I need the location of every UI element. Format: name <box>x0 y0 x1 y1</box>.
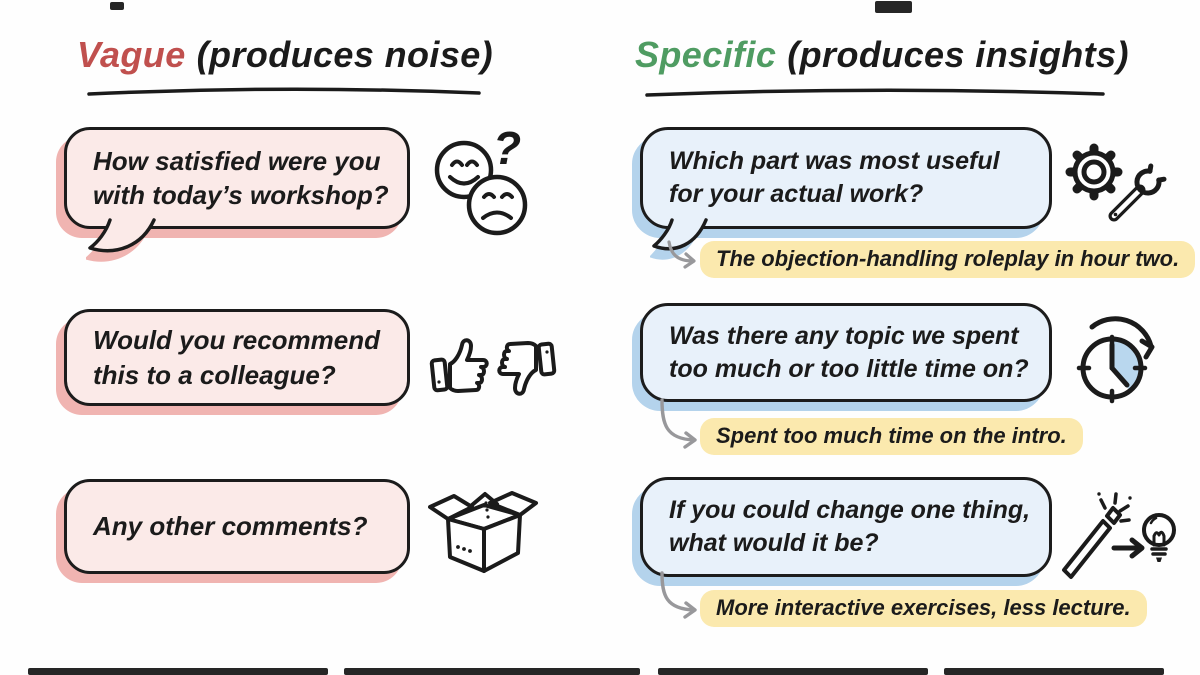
speech-tail-icon <box>650 218 708 260</box>
question-line: Would you recommend <box>93 325 380 356</box>
specific-header-underline <box>645 88 1105 97</box>
edge-artifact <box>344 668 640 675</box>
vague-question-bubble-3: Any other comments? <box>64 479 410 574</box>
answer-arrow-icon <box>667 240 696 269</box>
answer-arrow-icon <box>660 571 697 619</box>
edge-artifact <box>944 668 1164 675</box>
specific-question-bubble-2: Was there any topic we spent too much or… <box>640 303 1052 402</box>
vague-question-bubble-1: How satisfied were you with today’s work… <box>64 127 410 229</box>
vague-keyword: Vague <box>76 34 186 75</box>
edge-artifact <box>110 2 124 10</box>
answer-highlight-3: More interactive exercises, less lecture… <box>700 590 1147 627</box>
open-box-icon <box>428 491 538 573</box>
question-line: for your actual work? <box>669 180 924 208</box>
edge-artifact <box>28 668 328 675</box>
edge-artifact <box>658 668 928 675</box>
svg-text:?: ? <box>493 128 521 174</box>
question-line: with today’s workshop? <box>93 180 389 210</box>
answer-arrow-icon <box>660 398 697 449</box>
question-line: Was there any topic we spent <box>669 321 1019 350</box>
question-line: this to a colleague? <box>93 359 336 390</box>
question-line: If you could change one thing, <box>669 496 1031 524</box>
speech-tail-icon <box>86 218 156 262</box>
vague-suffix: (produces noise) <box>196 34 494 75</box>
satisfaction-faces-icon: ? <box>434 128 528 236</box>
magic-wand-lightbulb-icon <box>1062 492 1176 579</box>
gear-wrench-icon <box>1065 143 1167 222</box>
answer-highlight-1: The objection-handling roleplay in hour … <box>700 241 1196 278</box>
question-line: Any other comments? <box>93 511 368 542</box>
specific-question-bubble-1: Which part was most useful for your actu… <box>640 127 1052 229</box>
question-line: How satisfied were you <box>93 145 381 176</box>
specific-keyword: Specific <box>635 34 777 75</box>
thumbs-up-down-icon <box>429 338 557 396</box>
vague-column-header: Vague(produces noise) <box>50 34 520 76</box>
specific-suffix: (produces insights) <box>787 34 1129 75</box>
vague-header-underline <box>87 87 481 96</box>
specific-question-bubble-3: If you could change one thing, what woul… <box>640 477 1052 577</box>
question-line: what would it be? <box>669 529 879 557</box>
edge-artifact <box>875 1 912 13</box>
question-line: too much or too little time on? <box>669 354 1029 383</box>
question-line: Which part was most useful <box>669 147 1000 175</box>
vague-question-bubble-2: Would you recommend this to a colleague? <box>64 309 410 406</box>
specific-column-header: Specific(produces insights) <box>635 34 1128 76</box>
answer-highlight-2: Spent too much time on the intro. <box>700 418 1083 455</box>
clock-time-icon <box>1076 316 1155 404</box>
